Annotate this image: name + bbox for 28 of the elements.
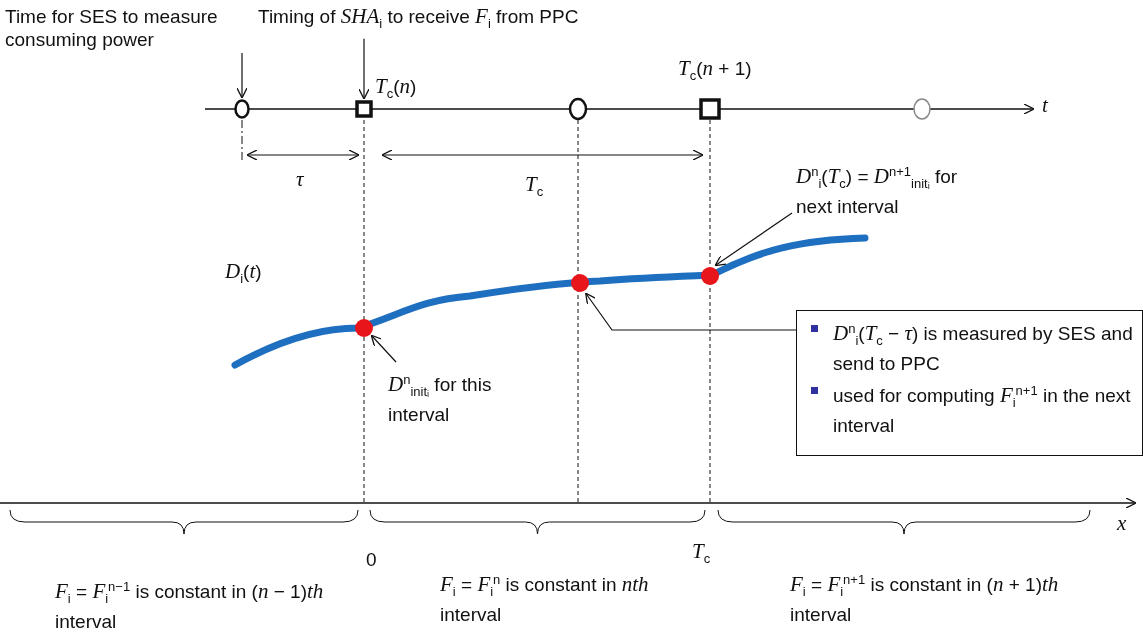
data-point: [571, 274, 589, 292]
dimension-label: T$_{c}$: [525, 173, 544, 201]
bullet-text: used for computing F$_{i}$$^{n+1}$ in the next interval: [833, 382, 1132, 438]
axis-label: t: [1042, 94, 1048, 117]
curve-label: D$_{i}$(t): [225, 260, 262, 288]
time-label: T$_{c}$(n + 1): [678, 57, 752, 85]
leader-arrow: [358, 38, 370, 100]
tick-label: T$_{c}$: [692, 540, 711, 568]
dimension-label: τ: [296, 168, 304, 191]
annotation-text: D$^{n}$$_{initᵢ}$ for this interval: [388, 368, 528, 427]
tick-label: 0: [366, 548, 377, 571]
time-label: T$_{c}$(n): [375, 75, 417, 103]
data-point: [701, 267, 719, 285]
leader-arrow: [585, 292, 797, 331]
interval-text: F$_{i}$ = F$_{i}$$^{n+1}$ is constant in (n + 1)th interval: [790, 571, 1060, 627]
note-box: [796, 310, 1143, 456]
interval-text: F$_{i}$ = F$_{i}$$^{n}$ is constant in nth interval: [440, 571, 650, 627]
leader-arrow: [236, 52, 248, 99]
annotation-text: Timing of SHA$_{i}$ to receive F$_{i}$ from PPC: [258, 5, 698, 35]
leader-arrow: [370, 334, 397, 363]
data-point: [355, 319, 373, 337]
annotation-text: D$^{n}$$_{i}$(T$_{c}$) = D$^{n+1}$$_{initᵢ}$ for next interval: [796, 160, 996, 219]
receive-time-marker: [355, 100, 373, 118]
axis-label: x: [1117, 512, 1127, 535]
measure-time-marker: [234, 99, 250, 119]
leader-arrow: [714, 212, 793, 267]
annotation-text: Time for SES to measure consuming power: [5, 5, 240, 51]
interval-text: F$_{i}$ = F$_{i}$$^{n−1}$ is constant in (n − 1)th interval: [55, 578, 325, 634]
